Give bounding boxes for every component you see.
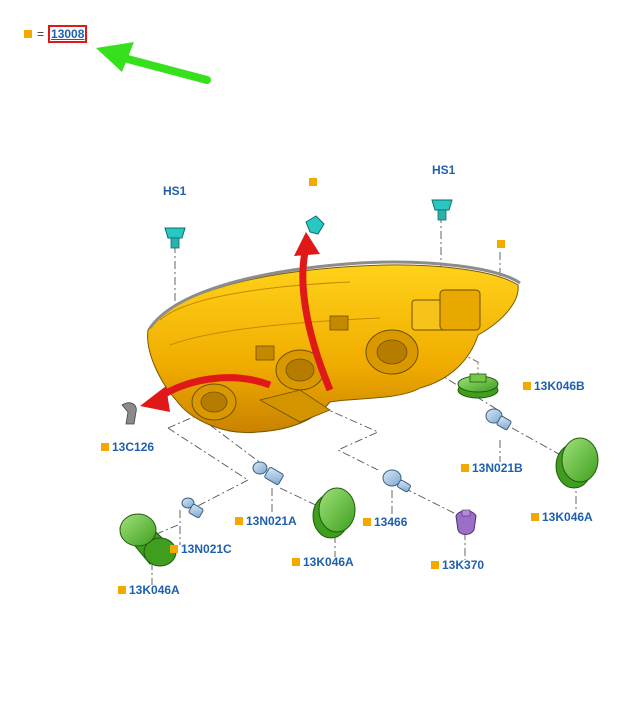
clip-icon <box>305 215 325 235</box>
label-13K046B[interactable]: 13K046B <box>523 379 585 393</box>
label-hs1-right[interactable]: HS1 <box>432 163 456 177</box>
part-number: 13466 <box>374 515 408 529</box>
cap-13K046A-right-icon <box>555 437 599 489</box>
marker-square-icon <box>363 518 371 526</box>
screw-left-icon <box>164 227 186 249</box>
label-13K046A-mid[interactable]: 13K046A <box>292 555 354 569</box>
marker-square-icon <box>523 382 531 390</box>
part-number: 13N021B <box>472 461 523 475</box>
bulb-13N021C-icon <box>181 497 204 519</box>
part-number: 13K370 <box>442 558 485 572</box>
label-hs1-left[interactable]: HS1 <box>163 184 187 198</box>
part-number: 13C126 <box>112 440 155 454</box>
cap-13K046B-icon <box>457 373 499 399</box>
marker-square-icon <box>235 517 243 525</box>
bulb-13466-icon <box>382 469 411 493</box>
marker-square-icon <box>531 513 539 521</box>
label-13N021B[interactable]: 13N021B <box>461 461 523 475</box>
label-13N021C[interactable]: 13N021C <box>170 542 232 556</box>
bulb-13N021B-icon <box>485 408 512 431</box>
marker-square-icon <box>309 178 317 186</box>
label-13C126[interactable]: 13C126 <box>101 440 154 454</box>
marker-square-icon <box>497 240 505 248</box>
marker-square-icon <box>431 561 439 569</box>
green-arrow-icon <box>96 42 211 84</box>
socket-13K370-icon <box>455 509 477 535</box>
red-arrow-left-icon <box>140 374 272 412</box>
marker-square-icon <box>170 545 178 553</box>
part-number: 13K046A <box>303 555 354 569</box>
screw-right-icon <box>431 199 453 221</box>
marker-square-icon <box>118 586 126 594</box>
part-number: 13N021C <box>181 542 232 556</box>
cap-13K046A-mid-icon <box>312 487 356 539</box>
part-number: 13K046A <box>542 510 593 524</box>
label-13K046A-left[interactable]: 13K046A <box>118 583 180 597</box>
part-number: 13K046B <box>534 379 585 393</box>
part-number: 13N021A <box>246 514 297 528</box>
marker-square-icon <box>101 443 109 451</box>
part-number: 13K046A <box>129 583 180 597</box>
headlamp-housing <box>147 260 521 434</box>
label-13N021A[interactable]: 13N021A <box>235 514 297 528</box>
cap-13K046A-left-icon <box>119 513 177 567</box>
marker-square-icon <box>461 464 469 472</box>
connector-icon <box>121 402 137 425</box>
bulb-13N021A-icon <box>252 461 284 485</box>
red-arrow-up-icon <box>294 232 334 392</box>
legend-equals: = <box>37 27 45 41</box>
label-13466[interactable]: 13466 <box>363 515 407 529</box>
label-13K370[interactable]: 13K370 <box>431 558 484 572</box>
label-13K046A-right[interactable]: 13K046A <box>531 510 593 524</box>
marker-square-icon <box>24 30 32 38</box>
legend: =13008 <box>24 25 88 43</box>
legend-ref-link[interactable]: 13008 <box>48 25 88 43</box>
marker-square-icon <box>292 558 300 566</box>
